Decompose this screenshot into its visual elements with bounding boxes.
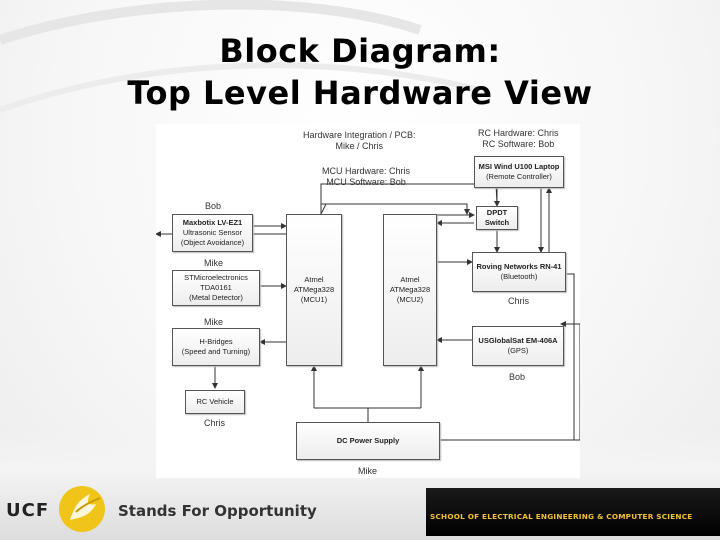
mcu1-box: Atmel ATMega328 (MCU1) (286, 214, 342, 366)
pegasus-logo-icon (59, 486, 105, 532)
title-line-2: Top Level Hardware View (127, 74, 593, 112)
gps-box: USGlobalSat EM-406A (GPS) (472, 326, 564, 366)
ucf-logo-text: UCF (6, 500, 50, 521)
tagline: Stands For Opportunity (118, 502, 317, 520)
school-name: SCHOOL OF ELECTRICAL ENGINEERING & COMPU… (430, 512, 693, 521)
owner-hbridge: Mike (204, 317, 224, 327)
owner-vehicle: Chris (204, 418, 226, 428)
dpdt-switch-box: DPDT Switch (476, 206, 518, 230)
h-bridges-box: H-Bridges (Speed and Turning) (172, 328, 260, 366)
slide-title: Block Diagram: Top Level Hardware View (0, 30, 720, 114)
diagram-connectors (156, 183, 580, 441)
metal-detector-box: STMicroelectronics TDA0161 (Metal Detect… (172, 270, 260, 306)
laptop-box: MSI Wind U100 Laptop (Remote Controller) (474, 156, 564, 188)
rc-owner-label: RC Hardware: Chris RC Software: Bob (478, 128, 559, 149)
ultrasonic-sensor-box: Maxbotix LV-EZ1 Ultrasonic Sensor (Objec… (172, 214, 253, 252)
title-line-1: Block Diagram: (219, 32, 501, 70)
mcu-owner-label: MCU Hardware: Chris MCU Software: Bob (322, 166, 411, 187)
dc-power-supply-box: DC Power Supply (296, 422, 440, 460)
owner-metal: Mike (204, 258, 224, 268)
school-banner (426, 488, 720, 536)
pcb-label: Hardware Integration / PCB: Mike / Chris (303, 130, 416, 151)
mcu2-box: Atmel ATMega328 (MCU2) (383, 214, 437, 366)
owner-gps: Bob (509, 372, 526, 382)
bluetooth-box: Roving Networks RN-41 (Bluetooth) (472, 252, 566, 292)
owner-bluetooth: Chris (508, 296, 530, 306)
block-diagram: Hardware Integration / PCB: Mike / Chris… (156, 124, 580, 478)
rc-vehicle-box: RC Vehicle (185, 390, 245, 414)
owner-power: Mike (358, 466, 378, 476)
owner-sensor: Bob (205, 201, 222, 211)
